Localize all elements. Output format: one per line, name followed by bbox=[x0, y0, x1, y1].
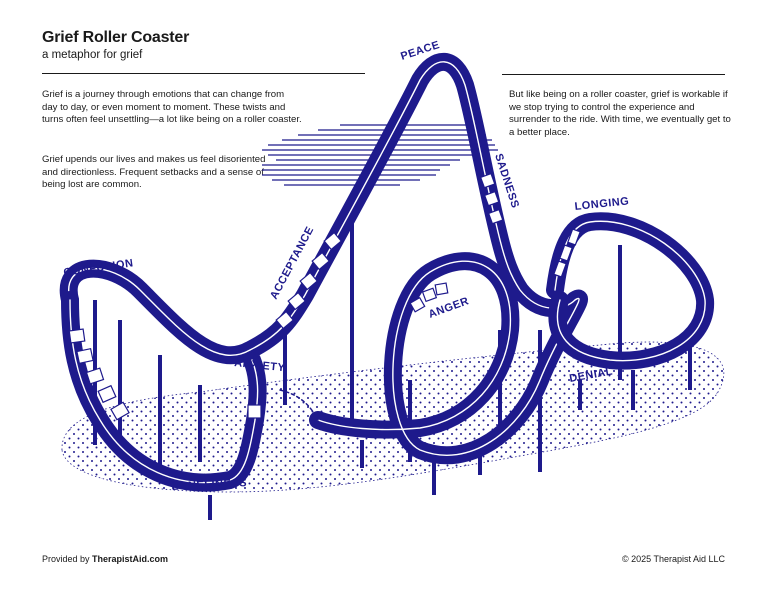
page-subtitle: a metaphor for grief bbox=[42, 49, 143, 61]
divider-left bbox=[42, 73, 365, 74]
intro-paragraph: Grief is a journey through emotions that… bbox=[42, 89, 302, 126]
footer-brand-link[interactable]: TherapistAid.com bbox=[92, 554, 169, 564]
footer-provided-prefix: Provided by bbox=[42, 554, 93, 564]
setbacks-paragraph: Grief upends our lives and makes us feel… bbox=[42, 154, 266, 191]
coaster-track bbox=[59, 52, 715, 492]
footer-copyright: © 2025 Therapist Aid LLC bbox=[621, 554, 725, 564]
page-title: Grief Roller Coaster bbox=[42, 29, 190, 46]
divider-right bbox=[502, 74, 725, 75]
label-loneliness: LONELINESS bbox=[172, 477, 248, 493]
closing-paragraph: But like being on a roller coaster, grie… bbox=[509, 89, 731, 138]
label-anxiety: ANXIETY bbox=[234, 357, 286, 374]
coaster-cars bbox=[68, 172, 581, 421]
label-longing: LONGING bbox=[574, 195, 630, 213]
footer-provided-by: Provided by TherapistAid.com bbox=[42, 554, 168, 564]
